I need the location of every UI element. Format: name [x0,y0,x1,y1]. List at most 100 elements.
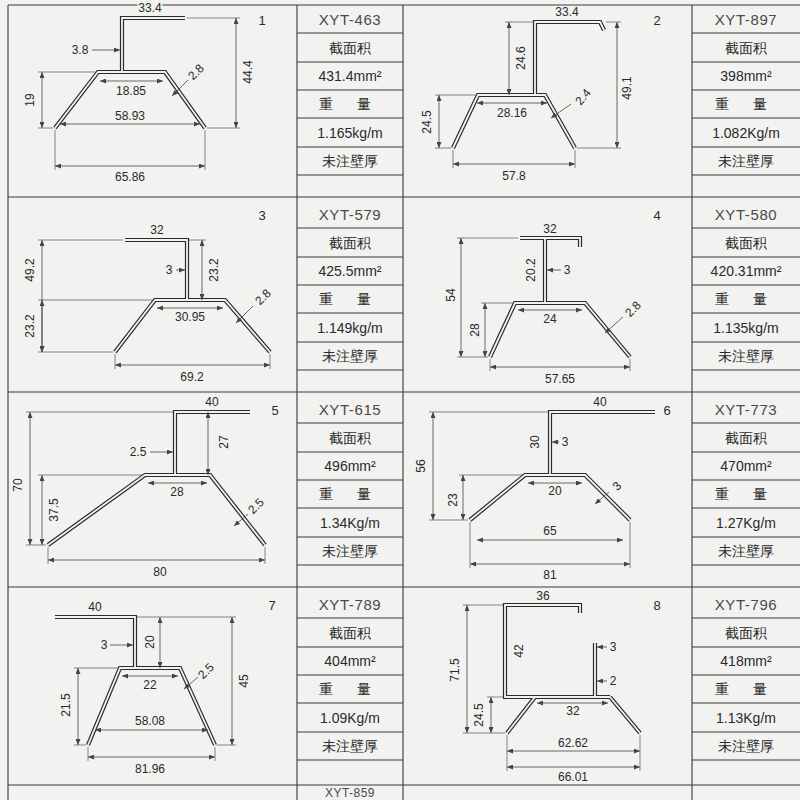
extension-line [38,475,143,476]
table-cell: 1.135kg/m [712,321,779,335]
dimension-label: 81.96 [134,763,166,775]
dimension-label: 45 [238,673,250,688]
table-cell: 1.165kg/m [316,126,383,140]
extension-line [55,130,205,170]
leader-line [597,647,607,648]
profile-outline [48,412,265,545]
dimension-label: 40 [204,396,219,408]
profile-outline [453,22,604,148]
extension-line [48,547,265,564]
table-cell: 1.082Kg/m [711,126,781,140]
dimension-line [485,303,486,357]
table-cell: 418mm² [719,654,772,668]
extension-line [429,412,548,520]
leader-line [110,645,133,646]
extension-line [463,605,505,733]
table-cell: 未注壁厚 [717,154,775,168]
dimension-label: 3 [563,264,572,276]
dimension-label: 33.4 [137,2,162,14]
dimension-label: 3 [609,641,618,653]
dimension-line [507,751,640,752]
extension-line [459,475,523,476]
model-number: XYT-859 [324,787,376,799]
dimension-label: 2.5 [195,660,217,682]
table-cell: 未注壁厚 [321,349,379,363]
dimension-label: 49.1 [621,75,633,100]
profile-7 [55,617,236,761]
dimension-label: 36 [535,590,550,602]
dimension-line [236,18,237,128]
dimension-line [507,767,640,768]
dimension-label: 44.4 [242,59,254,84]
table-cell: 431.4mm² [317,69,382,83]
model-number: XYT-615 [318,402,383,417]
leader-line [176,270,185,271]
table-cell: 未注壁厚 [717,349,775,363]
table-cell: 重 量 [714,682,777,696]
extension-line [453,150,575,168]
dimension-label: 58.93 [114,110,146,122]
dimension-label: 33.4 [554,6,579,18]
table-cell: 重 量 [318,97,381,111]
table-cell: 截面积 [328,626,372,640]
profile-1 [38,18,240,170]
item-number: 2 [652,14,661,27]
dimension-line [42,240,43,352]
profile-5 [26,412,265,564]
dimension-label: 23.2 [208,257,220,282]
dimension-label: 58.08 [134,715,166,727]
dimension-line [202,240,203,300]
dimension-label: 24.5 [473,702,485,727]
dimension-line [60,124,200,125]
grid-line [297,618,800,760]
table-grid [8,5,800,800]
profile-outline [115,240,270,352]
dimension-line [148,483,207,484]
profile-outline [505,605,640,733]
table-cell: 420.31mm² [710,264,783,278]
model-number: XYT-796 [714,597,779,612]
profile-6 [429,412,655,568]
dimension-label: 57.8 [501,170,526,182]
leader-line [547,270,561,271]
dimension-line [509,22,510,95]
extension-line [487,697,503,698]
model-number: XYT-789 [318,597,383,612]
profile-outline [453,22,604,148]
dimension-label: 42 [513,643,525,658]
dimension-label: 62.62 [557,737,589,749]
table-cell: 截面积 [328,236,372,250]
dimension-label: 3 [610,479,625,494]
dimension-line [48,560,265,561]
item-number: 3 [257,209,266,222]
extension-line [88,747,215,761]
dimension-label: 21.5 [60,692,72,717]
dimension-label: 28 [469,322,481,337]
leader-line [551,104,571,118]
dimension-line [88,757,215,758]
profile-outline [505,605,640,733]
dimension-label: 3 [165,264,174,276]
dimension-line [100,81,163,82]
dimension-label: 71.5 [449,657,461,682]
item-number: 4 [652,209,661,222]
table-cell: 未注壁厚 [321,544,379,558]
table-cell: 1.13Kg/m [715,711,777,725]
table-cell: 404mm² [323,654,376,668]
dimension-line [157,308,223,309]
dimension-line [439,95,440,148]
table-cell: 重 量 [714,97,777,111]
grid-line [8,5,800,800]
dimension-line [55,166,205,167]
item-number: 5 [270,404,279,417]
dimension-line [42,72,43,128]
grid-line [297,228,800,370]
dimension-label: 24 [542,313,557,325]
dimension-label: 20 [144,634,156,649]
dimension-label: 65 [542,525,557,537]
table-cell: 重 量 [318,682,381,696]
dimension-label: 19 [24,92,36,107]
table-cell: 截面积 [724,236,768,250]
profile-3 [38,240,270,369]
